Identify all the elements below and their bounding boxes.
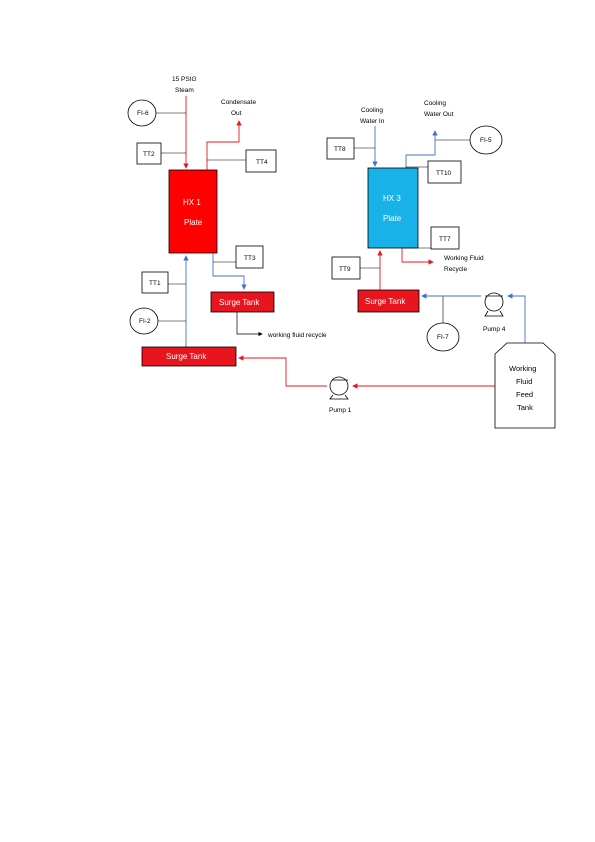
cooling-out-label-line1: Cooling <box>424 100 446 107</box>
tt1-transmitter <box>141 271 169 294</box>
wf-recycle-left-label: working fluid recycle <box>267 332 327 339</box>
steam-label-line1: 15 PSIG <box>172 76 197 83</box>
hx3-label-line1: HX 3 <box>383 194 401 203</box>
surge-tank-hx1-outlet <box>210 291 275 313</box>
wf-recycle-right-label-line2: Recycle <box>444 266 468 273</box>
fi2-label: FI-2 <box>139 318 151 325</box>
tt9-transmitter <box>331 256 361 280</box>
feed-tank-label-line3: Feed <box>516 390 533 399</box>
tt3-label: TT3 <box>244 255 256 262</box>
surge-tank-hx1-inlet-label: Surge Tank <box>166 352 207 361</box>
pump1-discharge-line <box>238 355 327 387</box>
feed-to-pump4-line <box>507 293 526 343</box>
fi7-indicator <box>426 322 460 352</box>
feed-tank-label-line1: Working <box>509 364 536 373</box>
hx1-label-line1: HX 1 <box>183 198 201 207</box>
wf-recycle-right-label-line1: Working Fluid <box>444 255 484 262</box>
fi5-indicator <box>469 125 503 155</box>
pump4 <box>484 292 504 317</box>
condensate-label-line2: Out <box>231 110 242 117</box>
tt4-label: TT4 <box>256 159 268 166</box>
tt1-label: TT1 <box>149 280 161 287</box>
tt8-transmitter <box>326 137 355 160</box>
surge-tank-hx3-inlet <box>357 289 420 313</box>
surge-tank-hx1-outlet-label: Surge Tank <box>219 298 260 307</box>
tt10-label: TT10 <box>436 170 452 177</box>
hx3-label-line2: Plate <box>383 214 402 223</box>
condensate-label-line1: Condensate <box>221 99 256 106</box>
tt10-transmitter <box>427 160 462 184</box>
fi7-label: FI-7 <box>437 334 449 341</box>
tt9-label: TT9 <box>339 266 351 273</box>
fi2-indicator <box>129 307 159 335</box>
feed-tank-label-line2: Fluid <box>516 377 532 386</box>
tt8-label: TT8 <box>334 146 346 153</box>
hx3-outlet-line <box>401 248 434 265</box>
tt7-transmitter <box>430 226 460 250</box>
hx1-outlet-line <box>212 253 247 290</box>
cooling-in-label-line2: Water In <box>360 118 385 125</box>
working-fluid-feed-tank <box>494 342 556 429</box>
tt2-label: TT2 <box>143 151 155 158</box>
pump1-label: Pump 1 <box>329 407 352 414</box>
cooling-out-label-line2: Water Out <box>424 111 454 118</box>
pump1 <box>329 376 349 400</box>
feed-tank-label-line4: Tank <box>517 403 533 412</box>
steam-label-line2: Steam <box>175 87 194 94</box>
surge-tank-hx1-inlet <box>141 346 237 367</box>
cooling-water-out-line <box>405 130 438 168</box>
fi6-indicator <box>127 99 157 127</box>
surge-tank-hx3-inlet-label: Surge Tank <box>365 297 406 306</box>
tt3-transmitter <box>235 245 264 269</box>
tt7-label: TT7 <box>439 236 451 243</box>
tt4-transmitter <box>245 149 277 173</box>
hx1-plate-exchanger <box>168 169 218 254</box>
wf-recycle-left-line <box>236 312 263 337</box>
tt2-transmitter <box>136 142 162 165</box>
pump4-label: Pump 4 <box>483 326 506 333</box>
hx3-plate-exchanger <box>367 167 419 249</box>
hx1-label-line2: Plate <box>184 218 203 227</box>
fi5-label: FI-5 <box>480 137 492 144</box>
cooling-in-label-line1: Cooling <box>361 107 383 114</box>
fi6-label: FI-6 <box>137 110 149 117</box>
condensate-outlet-line <box>206 120 242 170</box>
